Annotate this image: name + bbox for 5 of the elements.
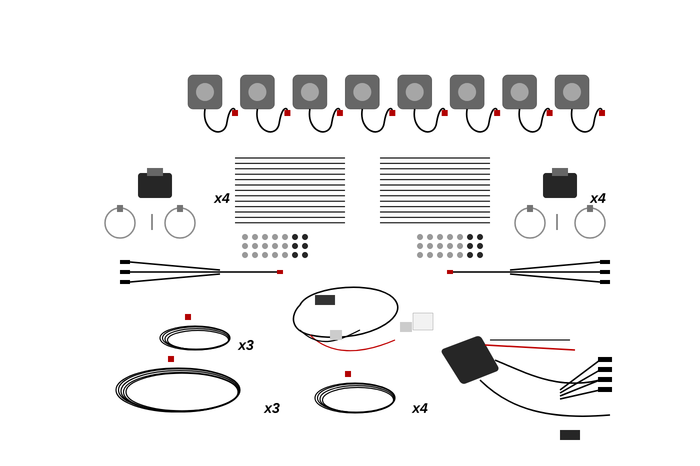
- quantity-label: x4: [214, 193, 230, 203]
- quantity-label: x3: [238, 340, 254, 350]
- quantity-label: x4: [412, 403, 428, 413]
- quantity-label: x4: [590, 193, 606, 203]
- quantity-label: x3: [264, 403, 280, 413]
